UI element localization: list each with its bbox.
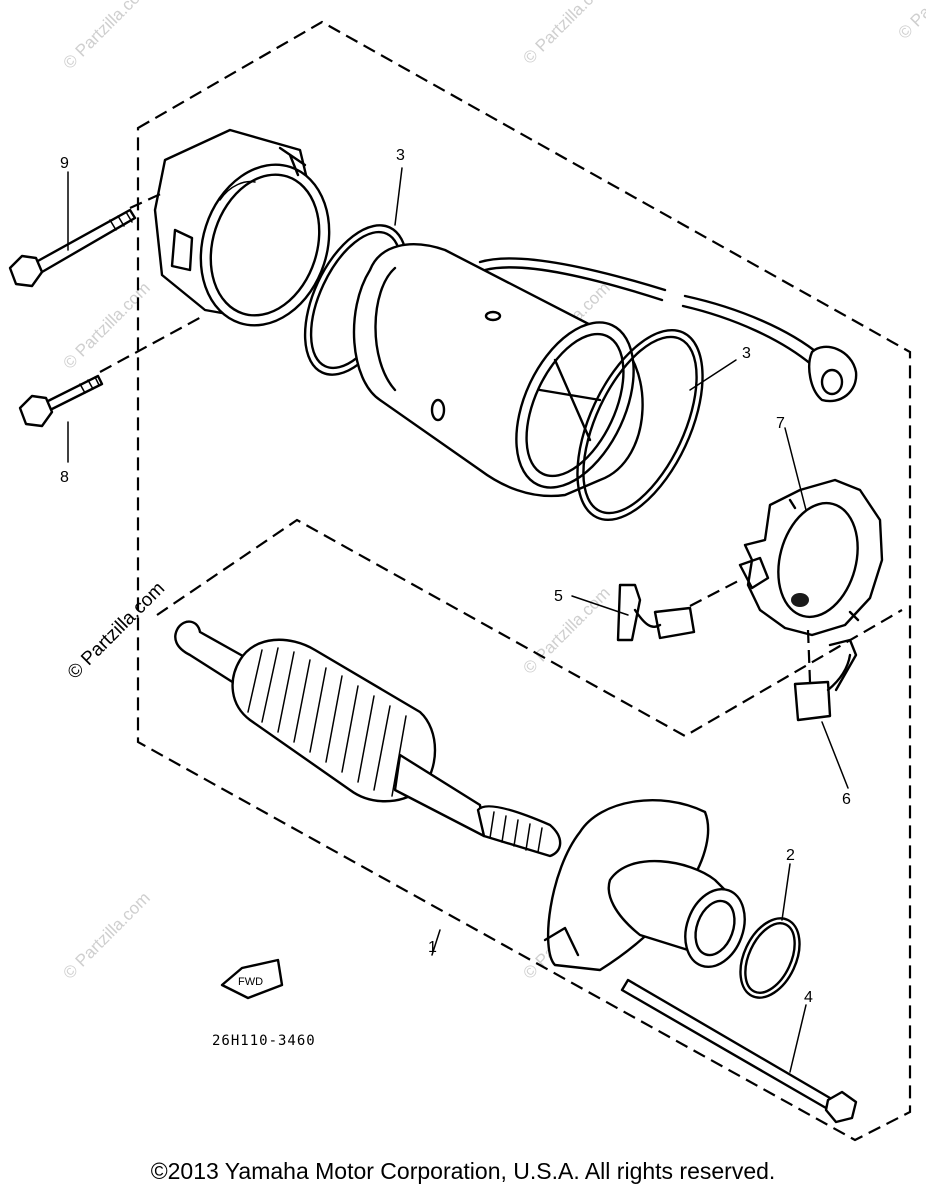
callout-8: 8 — [60, 469, 69, 486]
callouts: 9 8 3 3 7 5 6 2 4 1 — [60, 147, 851, 1006]
watermark: © Partzilla.com — [59, 0, 153, 73]
bolt-9 — [8, 171, 137, 288]
figure-code: 26H110-3460 — [212, 1033, 316, 1049]
callout-3-front: 3 — [742, 345, 751, 362]
fwd-label: FWD — [238, 976, 263, 988]
rear-cover — [153, 128, 331, 327]
callout-4: 4 — [804, 989, 813, 1006]
watermark: © Partzilla.com — [59, 888, 153, 982]
alignment-line — [129, 190, 166, 210]
watermark: © Partzilla.com — [519, 0, 613, 68]
o-ring-2 — [739, 917, 801, 999]
callout-9: 9 — [60, 155, 69, 172]
callout-1: 1 — [428, 939, 437, 956]
watermark: © Partzilla.com — [894, 0, 926, 43]
brush-subassembly-boundary — [156, 518, 903, 738]
leader-lines — [394, 167, 849, 1073]
copyright-notice: ©2013 Yamaha Motor Corporation, U.S.A. A… — [150, 1158, 776, 1184]
watermark: © Partzilla.com — [59, 278, 153, 372]
brush-6 — [793, 629, 858, 722]
through-bolt-4 — [620, 978, 858, 1124]
armature — [174, 620, 562, 858]
watermark: © Partzilla.com — [519, 583, 613, 677]
front-cover — [543, 799, 746, 972]
callout-6: 6 — [842, 791, 851, 808]
brush-5 — [616, 579, 741, 642]
fwd-arrow: FWD — [220, 958, 284, 1000]
bolt-8 — [18, 374, 104, 463]
o-ring-3-front — [576, 328, 704, 522]
lead-wire — [478, 257, 858, 403]
callout-7: 7 — [776, 415, 785, 432]
callout-3-rear: 3 — [396, 147, 405, 164]
yoke-housing — [352, 243, 644, 498]
watermark-dark: © Partzilla.com — [64, 578, 169, 683]
brush-holder-plate-7 — [738, 478, 884, 637]
callout-5: 5 — [554, 588, 563, 605]
callout-2: 2 — [786, 847, 795, 864]
assembly-boundary — [136, 20, 912, 1142]
